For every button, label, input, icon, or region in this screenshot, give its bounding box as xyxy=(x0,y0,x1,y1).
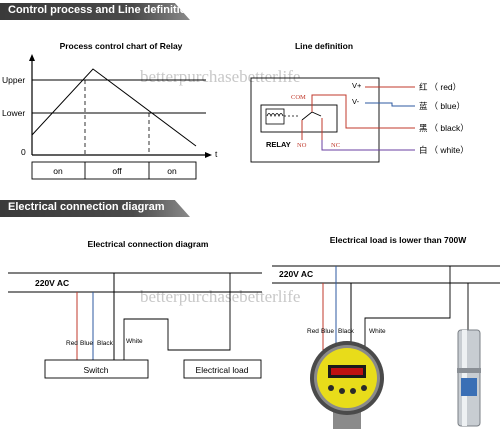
watermark-top: betterpurchasebetterlife xyxy=(140,67,300,86)
load-diagram: Electrical load is lower than 700W 220V … xyxy=(272,235,500,429)
gauge-button-4 xyxy=(361,385,367,391)
gauge-button-3 xyxy=(350,388,356,394)
supply-label: 220V AC xyxy=(279,269,313,279)
pressure-switch-icon xyxy=(310,341,384,429)
state-on-1: on xyxy=(53,166,63,176)
wire-label-blue: Blue xyxy=(80,340,93,347)
wire-label-black: 黑（ black） xyxy=(419,123,469,133)
wire-label-red: Red xyxy=(66,340,78,347)
relay-label: RELAY xyxy=(266,140,291,149)
wire-white xyxy=(364,266,451,350)
connection-diagram: Electrical connection diagram 220V AC Re… xyxy=(8,239,262,379)
relay-chart: Process control chart of Relay Upper Low… xyxy=(2,41,218,180)
wire-label-white: White xyxy=(126,338,143,345)
v-minus-label: V- xyxy=(352,97,360,106)
state-table xyxy=(31,161,197,180)
t-axis-label: t xyxy=(215,149,218,159)
section-banner-control: Control process and Line definition xyxy=(0,3,190,20)
wire-label-black: Black xyxy=(338,328,355,335)
load-box xyxy=(183,359,262,379)
wire-blue xyxy=(365,102,415,107)
wire-label-black: Black xyxy=(97,340,114,347)
coil-icon xyxy=(266,113,284,118)
nc-label: NC xyxy=(331,142,340,149)
wire-label-red: 红（ red） xyxy=(419,82,461,92)
section-title-control: Control process and Line definition xyxy=(8,4,194,16)
v-plus-label: V+ xyxy=(352,81,362,90)
line-definition: Line definition RELAY COM NO NC V+ V- 红（… xyxy=(250,41,469,163)
wire-white xyxy=(123,273,231,360)
wire-label-blue: Blue xyxy=(321,328,334,335)
pump-icon xyxy=(457,329,481,427)
relay-box xyxy=(260,104,338,133)
y-axis-arrow xyxy=(29,54,35,61)
wire-label-white: White xyxy=(369,328,386,335)
supply-label: 220V AC xyxy=(35,278,69,288)
switch-label: Switch xyxy=(83,365,108,375)
relay-switch-contact xyxy=(301,111,322,121)
gauge-button-1 xyxy=(328,385,334,391)
gauge-stem xyxy=(333,412,361,429)
state-on-2: on xyxy=(167,166,177,176)
upper-label: Upper xyxy=(2,75,25,85)
wire-com xyxy=(311,94,415,129)
load-diagram-title: Electrical load is lower than 700W xyxy=(330,235,467,245)
section-title-connection: Electrical connection diagram xyxy=(8,201,165,213)
gauge-digits xyxy=(331,368,363,375)
wire-label-white: 白（ white） xyxy=(419,145,469,155)
x-axis-arrow xyxy=(205,152,212,158)
pump-band xyxy=(457,368,481,373)
zero-label: 0 xyxy=(21,147,26,157)
com-label: COM xyxy=(291,94,306,101)
gauge-button-2 xyxy=(339,388,345,394)
relay-chart-title: Process control chart of Relay xyxy=(60,41,183,51)
connection-diagram-title: Electrical connection diagram xyxy=(88,239,209,249)
device-box xyxy=(250,77,380,163)
pump-label-plate xyxy=(461,378,477,396)
watermark-bottom: betterpurchasebetterlife xyxy=(140,287,300,306)
process-curve xyxy=(31,68,197,147)
no-label: NO xyxy=(297,142,307,149)
state-off: off xyxy=(112,166,122,176)
load-label: Electrical load xyxy=(196,365,249,375)
section-banner-connection: Electrical connection diagram xyxy=(0,200,190,217)
line-definition-title: Line definition xyxy=(295,41,353,51)
wire-label-blue: 蓝（ blue） xyxy=(419,101,465,111)
wire-white xyxy=(321,140,415,151)
lower-label: Lower xyxy=(2,108,25,118)
switch-box xyxy=(44,359,149,379)
relay-coil xyxy=(265,108,285,125)
wire-label-red: Red xyxy=(307,328,319,335)
